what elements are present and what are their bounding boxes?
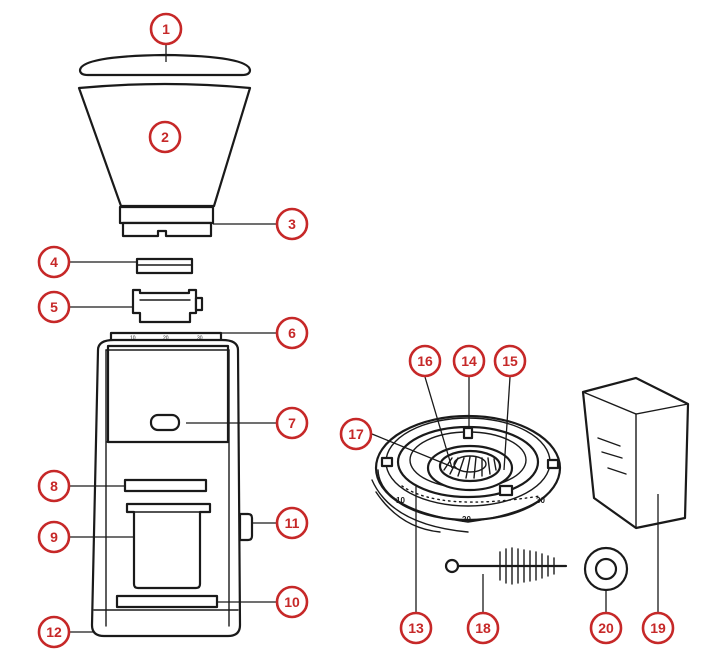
svg-text:5: 5 (50, 299, 58, 315)
svg-text:4: 4 (50, 254, 58, 270)
adjustment-ring (135, 257, 194, 275)
hopper-collar (118, 205, 215, 238)
conical-burr (426, 444, 514, 497)
svg-text:12: 12 (46, 624, 62, 640)
callout-9: 9 (37, 520, 71, 554)
svg-text:7: 7 (288, 415, 296, 431)
callout-16: 16 (408, 344, 442, 378)
callout-3: 3 (275, 207, 309, 241)
svg-text:19: 19 (650, 620, 666, 636)
svg-text:10: 10 (284, 594, 300, 610)
callout-15: 15 (493, 344, 527, 378)
power-button (149, 413, 181, 432)
svg-text:15: 15 (502, 353, 518, 369)
svg-text:3: 3 (288, 216, 296, 232)
callout-6: 6 (275, 316, 309, 350)
svg-text:6: 6 (288, 325, 296, 341)
svg-text:14: 14 (461, 353, 477, 369)
rubber-washer (583, 546, 629, 592)
svg-text:17: 17 (348, 426, 364, 442)
scale-label-10: 10 (130, 336, 136, 342)
callout-14: 14 (452, 344, 486, 378)
callout-10: 10 (275, 585, 309, 619)
hopper-lid (78, 53, 252, 77)
svg-text:11: 11 (285, 515, 300, 531)
callout-7: 7 (275, 406, 309, 440)
svg-text:13: 13 (408, 620, 424, 636)
storage-box (581, 376, 690, 530)
callout-2: 2 (148, 120, 182, 154)
callout-5: 5 (37, 290, 71, 324)
svg-text:16: 16 (417, 353, 433, 369)
scale-label-30: 30 (197, 336, 203, 342)
side-switch (238, 512, 254, 542)
svg-text:9: 9 (50, 529, 58, 545)
leader-lines (70, 44, 659, 633)
svg-text:20: 20 (598, 620, 614, 636)
cleaning-brush (444, 547, 568, 585)
svg-text:18: 18 (475, 620, 491, 636)
upper-burr-carrier (131, 288, 204, 324)
drip-tray (115, 594, 219, 609)
callout-17: 17 (339, 417, 373, 451)
svg-text:8: 8 (50, 478, 58, 494)
scale-label-20: 20 (163, 336, 169, 342)
callout-4: 4 (37, 245, 71, 279)
callout-12: 12 (37, 615, 71, 649)
callout-1: 1 (149, 12, 183, 46)
dial-label-10: 10 (396, 496, 405, 505)
callout-19: 19 (641, 611, 675, 645)
dial-label-30: 30 (536, 496, 545, 505)
grounds-chute (123, 478, 208, 493)
locking-tab (462, 426, 474, 440)
dosing-cup (125, 502, 212, 590)
callout-13: 13 (399, 611, 433, 645)
svg-text:2: 2 (161, 129, 169, 145)
svg-text:1: 1 (162, 21, 170, 37)
dial-label-20: 20 (462, 515, 471, 524)
callout-8: 8 (37, 469, 71, 503)
callout-18: 18 (466, 611, 500, 645)
callout-11: 11 (275, 506, 309, 540)
callout-20: 20 (589, 611, 623, 645)
